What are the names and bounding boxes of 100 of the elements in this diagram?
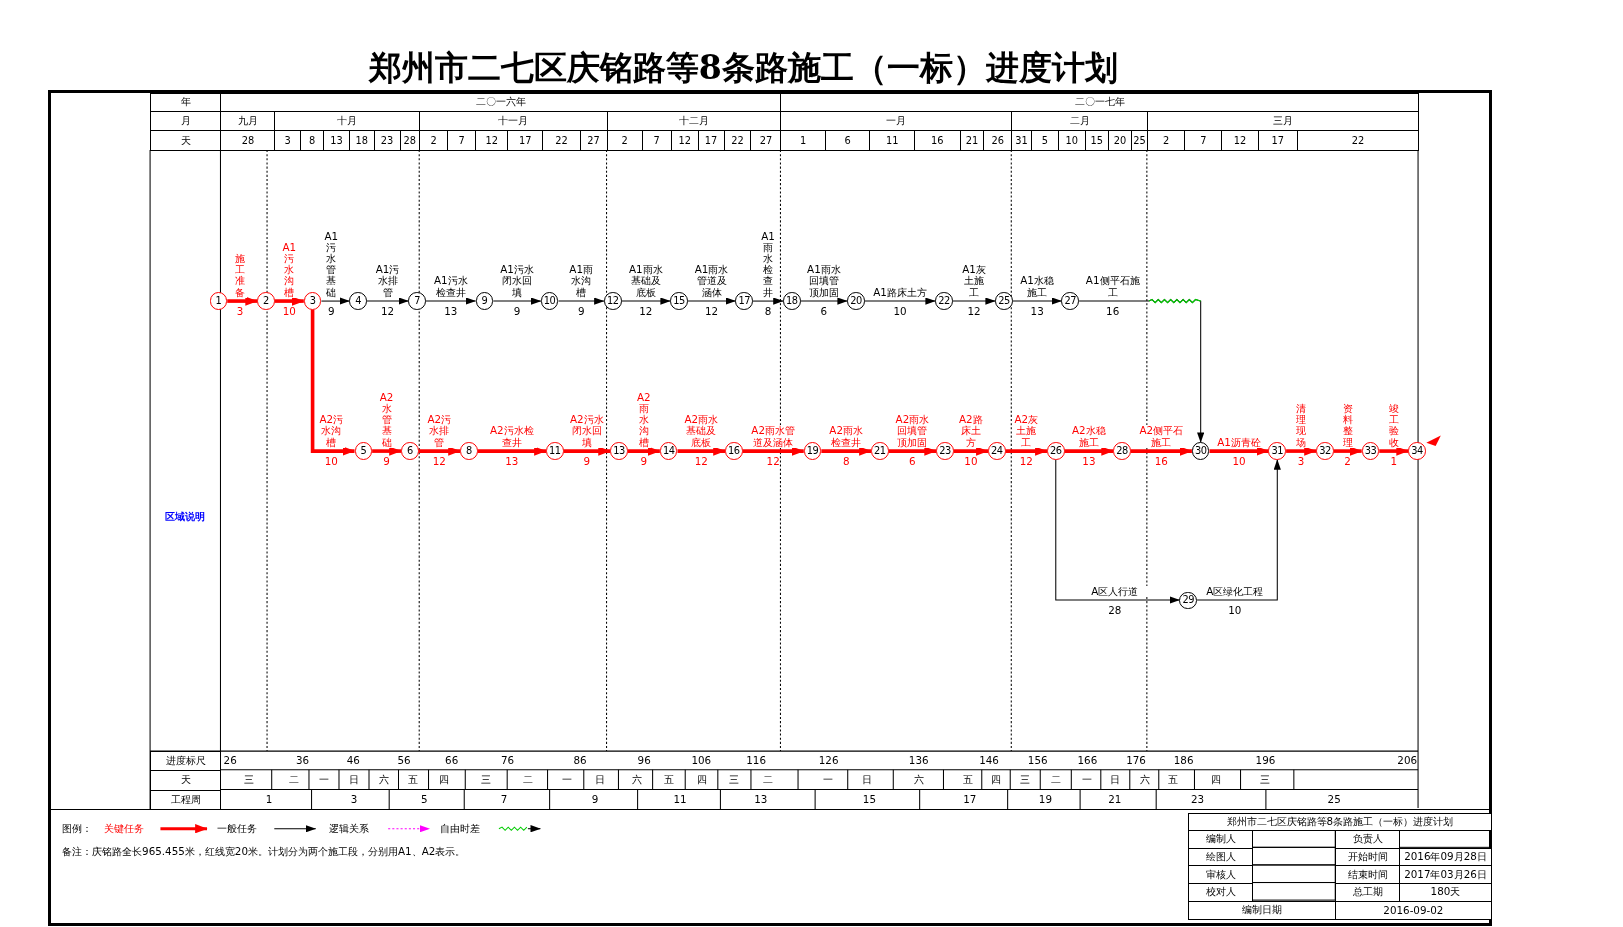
- node-circle: 28: [1113, 442, 1131, 461]
- edge-label: A2水管基础: [379, 392, 394, 448]
- weekday-label: 五: [962, 774, 973, 786]
- duration-label: 3: [1297, 455, 1305, 468]
- duration-label: 2: [1344, 455, 1351, 468]
- week-label: 21: [1108, 793, 1122, 806]
- scale-label: 136: [908, 755, 929, 767]
- edge-label: A1灰土施工: [960, 264, 988, 298]
- weekday-label: 五: [663, 774, 674, 786]
- edge-label: 资料整理: [1340, 403, 1355, 448]
- duration-label: 9: [577, 305, 585, 318]
- table-cell: 2016-09-02: [1335, 900, 1492, 921]
- node-circle: 2: [257, 292, 275, 310]
- duration-label: 1: [1390, 455, 1397, 468]
- weekday-label: 三: [244, 774, 255, 786]
- duration-label: 10: [324, 455, 338, 468]
- duration-label: 12: [694, 455, 708, 468]
- duration-label: 12: [705, 305, 719, 318]
- duration-label: 9: [383, 455, 390, 468]
- duration-label: 13: [1082, 455, 1096, 468]
- scale-label: 76: [500, 755, 515, 767]
- scale-label: 176: [1126, 755, 1146, 767]
- edge-label: A1雨水基础及底板: [627, 264, 665, 298]
- weekday-label: 二: [522, 774, 533, 786]
- arrow: [1286, 446, 1317, 456]
- edge-label: A1污水检查井: [432, 275, 470, 298]
- edge-label: A2污水沟槽: [317, 414, 345, 448]
- node-circle: 15: [670, 292, 688, 310]
- node-circle: 16: [725, 442, 743, 461]
- weekday-label: 三: [728, 774, 739, 786]
- edge-label: 竣工验收: [1386, 403, 1401, 448]
- weekday-label: 日: [862, 774, 873, 786]
- arrow: [557, 297, 605, 305]
- section-label: 区域说明: [165, 510, 206, 523]
- week-label: 23: [1191, 793, 1205, 806]
- edge-label: A1侧平石施工: [1083, 275, 1143, 298]
- note-text: 备注：庆铭路全长965.455米，红线宽20米。计划分为两个施工段，分别用A1、A2表示。: [62, 846, 466, 858]
- arrow: [1012, 297, 1062, 305]
- arrow: [742, 446, 805, 456]
- arrow: [425, 297, 477, 305]
- weekday-label: 日: [1109, 774, 1120, 786]
- scale-label: 106: [691, 755, 712, 767]
- node-circle: 10: [540, 292, 559, 310]
- arrow: [1379, 446, 1409, 456]
- arrow: [310, 309, 356, 456]
- weekday-label: 日: [349, 774, 359, 786]
- edge-label: A2侧平石施工: [1136, 425, 1187, 448]
- edge-label: A2雨水检查井: [827, 425, 865, 448]
- week-label: 11: [673, 793, 687, 806]
- node-circle: 18: [783, 292, 801, 310]
- arrow: [864, 297, 936, 305]
- weekday-label: 二: [763, 774, 773, 786]
- edge-label: A2雨水管道及涵体: [748, 425, 799, 448]
- node-circle: 22: [935, 292, 953, 310]
- arrow: [888, 446, 937, 456]
- week-label: 15: [862, 793, 877, 806]
- diagram-title: 郑州市二七区庆铭路等8条路施工（一标）进度计划: [368, 46, 1118, 89]
- arrow: [320, 297, 350, 305]
- edge-label: A1污水排管: [374, 264, 402, 298]
- arrow: [477, 446, 547, 456]
- node-circle: 33: [1361, 442, 1380, 461]
- week-label: 1: [265, 793, 273, 806]
- scale-label: 206: [1397, 755, 1418, 767]
- weekday-label: 六: [631, 774, 642, 786]
- week-label: 3: [350, 793, 358, 806]
- weekday-label: 五: [408, 774, 418, 786]
- node-circle: 12: [603, 292, 622, 310]
- duration-label: 12: [432, 455, 446, 468]
- edge-label: A1水稳施工: [1018, 275, 1056, 298]
- arrow: [563, 446, 611, 456]
- edge-label: A2雨水沟槽: [636, 392, 652, 448]
- arrow: [953, 446, 989, 456]
- scale-label: 86: [573, 755, 587, 767]
- week-label: 25: [1327, 793, 1341, 806]
- weekday-label: 三: [481, 774, 492, 786]
- arrow: [687, 297, 736, 305]
- week-label: 9: [591, 793, 599, 806]
- week-label: 19: [1038, 793, 1052, 806]
- arrow: [227, 296, 258, 306]
- arrow: [1130, 446, 1193, 456]
- arrow: [418, 446, 461, 456]
- weekday-label: 三: [1019, 774, 1030, 786]
- duration-label: 12: [967, 305, 981, 318]
- duration-label: 9: [583, 455, 591, 468]
- week-label: 17: [963, 793, 977, 806]
- arrow: [952, 297, 996, 305]
- arrow: [1209, 446, 1269, 456]
- weekday-label: 六: [379, 774, 389, 786]
- scale-label: 46: [346, 755, 360, 767]
- node-circle: 7: [408, 292, 426, 310]
- edge-label: 施工准备: [233, 253, 247, 298]
- legend-label: 逻辑关系: [329, 822, 370, 837]
- edge-label: A1雨水回填管顶加固: [805, 264, 843, 298]
- duration-label: 12: [639, 305, 653, 318]
- node-circle: 32: [1316, 442, 1334, 461]
- node-circle: 29: [1179, 591, 1198, 610]
- edge-label: 清理现场: [1293, 403, 1309, 448]
- week-label: 5: [421, 793, 428, 806]
- arrow: [800, 297, 848, 305]
- node-circle: 14: [659, 442, 678, 461]
